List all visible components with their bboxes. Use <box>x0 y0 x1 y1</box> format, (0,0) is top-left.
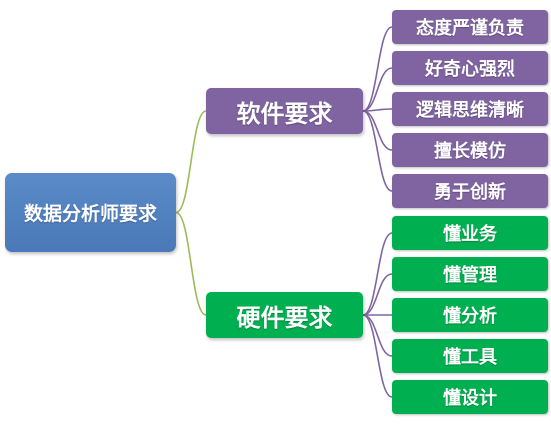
soft-leaf-connector <box>362 67 393 112</box>
hard-leaf-connector <box>362 314 393 357</box>
soft-leaf-node: 逻辑思维清晰 <box>392 92 548 126</box>
hard-leaf-node: 懂管理 <box>392 257 548 291</box>
soft-leaf-connector <box>362 110 393 192</box>
soft-leaf-connector <box>362 110 393 151</box>
hard-leaf-connector <box>362 314 393 398</box>
soft-leaf-node: 勇于创新 <box>392 174 548 208</box>
hard-leaf-node: 懂分析 <box>392 298 548 332</box>
root-to-soft-connector <box>175 110 207 214</box>
hard-leaf-node: 懂工具 <box>392 339 548 373</box>
soft-leaf-connector <box>362 26 393 112</box>
hard-leaf-node: 懂业务 <box>392 216 548 250</box>
hard-requirements-node: 硬件要求 <box>206 292 363 338</box>
hard-leaf-connector <box>362 232 393 316</box>
soft-leaf-node: 擅长模仿 <box>392 133 548 167</box>
soft-requirements-node: 软件要求 <box>206 88 363 134</box>
root-node: 数据分析师要求 <box>5 173 176 252</box>
root-to-hard-connector <box>175 211 207 316</box>
hard-leaf-node: 懂设计 <box>392 380 548 414</box>
soft-leaf-node: 态度严谨负责 <box>392 10 548 44</box>
soft-leaf-node: 好奇心强烈 <box>392 51 548 85</box>
hard-leaf-connector <box>362 273 393 316</box>
